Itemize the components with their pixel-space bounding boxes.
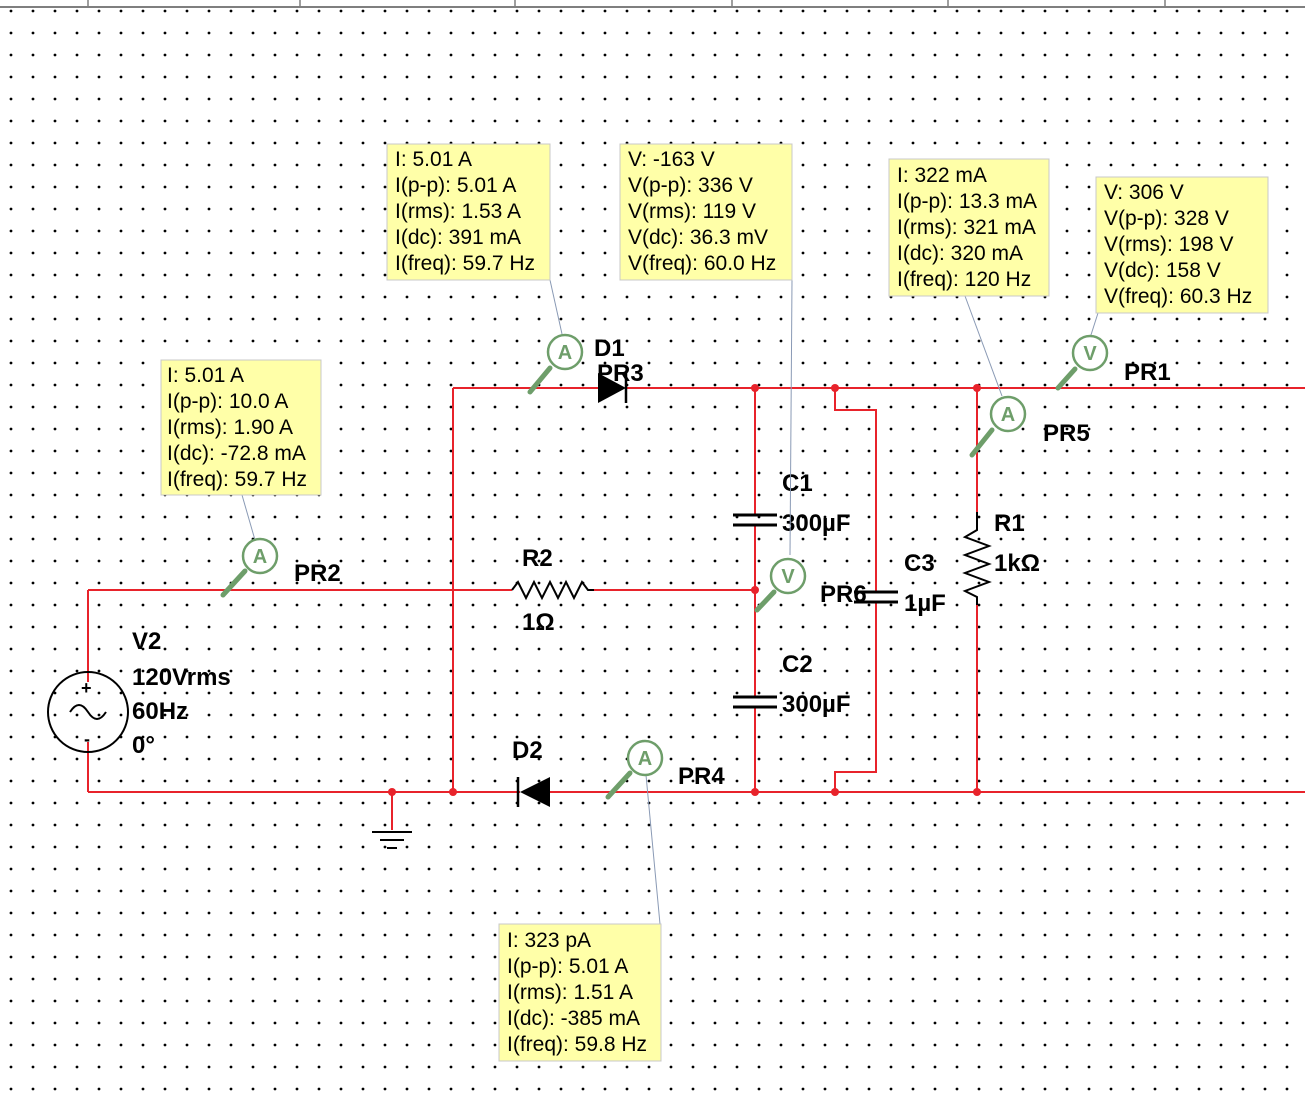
junction-dots [388,384,981,796]
v2-plus-sign: + [81,678,92,698]
pr2-reading-2: I(rms): 1.90 A [167,416,293,439]
pr3-reading-4: I(freq): 59.7 Hz [395,252,535,275]
pr4-reading-4: I(freq): 59.8 Hz [507,1033,647,1056]
probe-pr5[interactable]: A PR5 [969,395,1090,458]
c3-ref-label: C3 [904,550,935,577]
capacitor-c1[interactable] [733,513,777,527]
pr4-name-label: PR4 [678,763,725,790]
c3-value-label: 1µF [904,590,946,617]
pr6-reading-2: V(rms): 119 V [628,200,756,223]
pr3-reading-1: I(p-p): 5.01 A [395,174,516,197]
v2-amplitude-label: 120Vrms [132,664,231,691]
pr6-reading-0: V: -163 V [628,148,715,171]
pr2-ammeter-icon: A [253,546,267,568]
d2-ref-label: D2 [512,737,543,764]
pr1-reading-2: V(rms): 198 V [1104,233,1234,256]
callout-pr6: V: -163 V V(p-p): 336 V V(rms): 119 V V(… [619,143,793,281]
ground-symbol[interactable] [372,831,412,849]
c2-ref-label: C2 [782,651,813,678]
pr4-reading-3: I(dc): -385 mA [507,1007,640,1030]
capacitor-c3[interactable] [854,590,898,604]
pr5-ammeter-icon: A [1001,404,1015,426]
pr2-reading-1: I(p-p): 10.0 A [167,390,288,413]
callout-pr1: V: 306 V V(p-p): 328 V V(rms): 198 V V(d… [1095,176,1269,314]
pr6-reading-4: V(freq): 60.0 Hz [628,252,776,275]
pr6-reading-1: V(p-p): 336 V [628,174,753,197]
r2-ref-label: R2 [522,545,553,572]
pr1-name-label: PR1 [1124,359,1171,386]
pr2-reading-0: I: 5.01 A [167,364,244,387]
d1-ref-label: D1 [594,335,625,362]
c2-value-label: 300µF [782,691,851,718]
pr3-name-label: PR3 [597,360,644,387]
resistor-r2[interactable]: R2 1Ω [511,545,594,636]
callout-pr5: I: 322 mA I(p-p): 13.3 mA I(rms): 321 mA… [888,158,1050,297]
pr6-name-label: PR6 [820,581,867,608]
pr3-reading-2: I(rms): 1.53 A [395,200,521,223]
pr1-reading-1: V(p-p): 328 V [1104,207,1229,230]
pr4-reading-0: I: 323 pA [507,929,591,952]
pr5-reading-3: I(dc): 320 mA [897,242,1023,265]
v2-phase-label: 0° [132,732,155,759]
pr2-reading-3: I(dc): -72.8 mA [167,442,306,465]
r2-value-label: 1Ω [522,609,555,636]
probe-pr4[interactable]: A PR4 [605,739,725,800]
sine-wave-icon [69,704,107,720]
v2-frequency-label: 60Hz [132,698,188,725]
pr2-reading-4: I(freq): 59.7 Hz [167,468,307,491]
pr5-name-label: PR5 [1043,420,1090,447]
pr5-reading-4: I(freq): 120 Hz [897,268,1031,291]
probe-pr6[interactable]: V PR6 [754,557,867,613]
sheet-border [0,0,1305,8]
c1-ref-label: C1 [782,470,813,497]
pr2-name-label: PR2 [294,560,341,587]
pr4-reading-1: I(p-p): 5.01 A [507,955,628,978]
probe-pr3[interactable]: A PR3 [527,333,644,395]
diode-d1[interactable]: D1 [594,335,628,403]
pr6-voltmeter-icon: V [781,566,795,588]
pr1-voltmeter-icon: V [1083,343,1097,365]
callout-pr3: I: 5.01 A I(p-p): 5.01 A I(rms): 1.53 A … [386,143,551,281]
pr3-reading-3: I(dc): 391 mA [395,226,521,249]
r1-ref-label: R1 [994,510,1025,537]
pr6-reading-3: V(dc): 36.3 mV [628,226,768,249]
v2-minus-sign: - [84,729,90,749]
c1-value-label: 300µF [782,510,851,537]
callout-pr4: I: 323 pA I(p-p): 5.01 A I(rms): 1.51 A … [498,923,662,1062]
resistor-r1[interactable]: R1 1kΩ [962,510,1040,605]
pr3-ammeter-icon: A [558,342,572,364]
pr5-reading-0: I: 322 mA [897,164,987,187]
pr5-reading-1: I(p-p): 13.3 mA [897,190,1037,213]
callout-pr2: I: 5.01 A I(p-p): 10.0 A I(rms): 1.90 A … [160,359,322,496]
probe-pr2[interactable]: A PR2 [220,537,341,598]
capacitor-c2[interactable] [733,695,777,709]
diode-d2[interactable]: D2 [512,737,550,807]
pr1-reading-3: V(dc): 158 V [1104,259,1221,282]
pr3-reading-0: I: 5.01 A [395,148,472,171]
r1-value-label: 1kΩ [994,550,1040,577]
probe-pr1[interactable]: V PR1 [1055,334,1171,391]
v2-ref-label: V2 [132,628,161,655]
pr5-reading-2: I(rms): 321 mA [897,216,1036,239]
ac-source-v2[interactable]: + - [47,671,129,753]
pr1-reading-0: V: 306 V [1104,181,1184,204]
pr4-reading-2: I(rms): 1.51 A [507,981,633,1004]
pr1-reading-4: V(freq): 60.3 Hz [1104,285,1252,308]
probe-leader-lines [241,279,1099,925]
pr4-ammeter-icon: A [638,748,652,770]
